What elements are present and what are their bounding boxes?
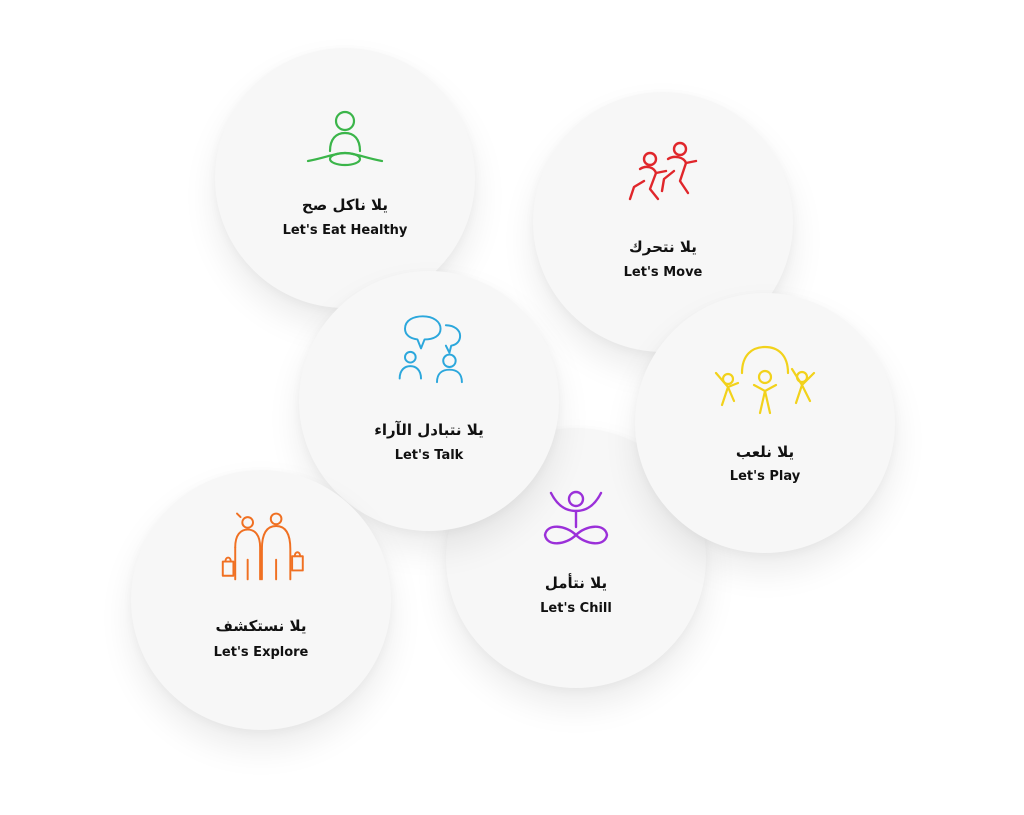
playing-people-icon — [700, 343, 830, 423]
activity-label-en: Let's Move — [623, 265, 703, 280]
activity-label-en: Let's Explore — [213, 645, 309, 660]
activity-label-ar: يلا نتبادل الآراء — [374, 421, 484, 439]
activity-circle-move[interactable]: يلا نتحرك Let's Move — [533, 92, 793, 352]
activity-label-ar: يلا نستكشف — [215, 617, 307, 635]
meditating-person-icon — [280, 103, 410, 183]
activity-circle-explore[interactable]: يلا نستكشف Let's Explore — [131, 470, 391, 730]
running-people-icon — [598, 137, 728, 217]
activity-label-ar: يلا نتأمل — [544, 574, 608, 592]
activity-label-en: Let's Chill — [540, 601, 612, 616]
activity-label-en: Let's Eat Healthy — [282, 223, 408, 238]
activity-circle-eat-healthy[interactable]: يلا ناكل صح Let's Eat Healthy — [215, 48, 475, 308]
activity-label-en: Let's Talk — [394, 448, 464, 463]
activity-circle-play[interactable]: يلا نلعب Let's Play — [635, 293, 895, 553]
shopping-people-icon — [196, 510, 326, 590]
activity-circle-talk[interactable]: يلا نتبادل الآراء Let's Talk — [299, 271, 559, 531]
talking-people-icon — [364, 311, 494, 391]
activity-label-en: Let's Play — [729, 469, 801, 484]
yoga-person-icon — [511, 483, 641, 563]
activity-label-ar: يلا نتحرك — [629, 238, 697, 256]
activity-label-ar: يلا ناكل صح — [301, 196, 389, 214]
activity-label-ar: يلا نلعب — [735, 443, 795, 461]
